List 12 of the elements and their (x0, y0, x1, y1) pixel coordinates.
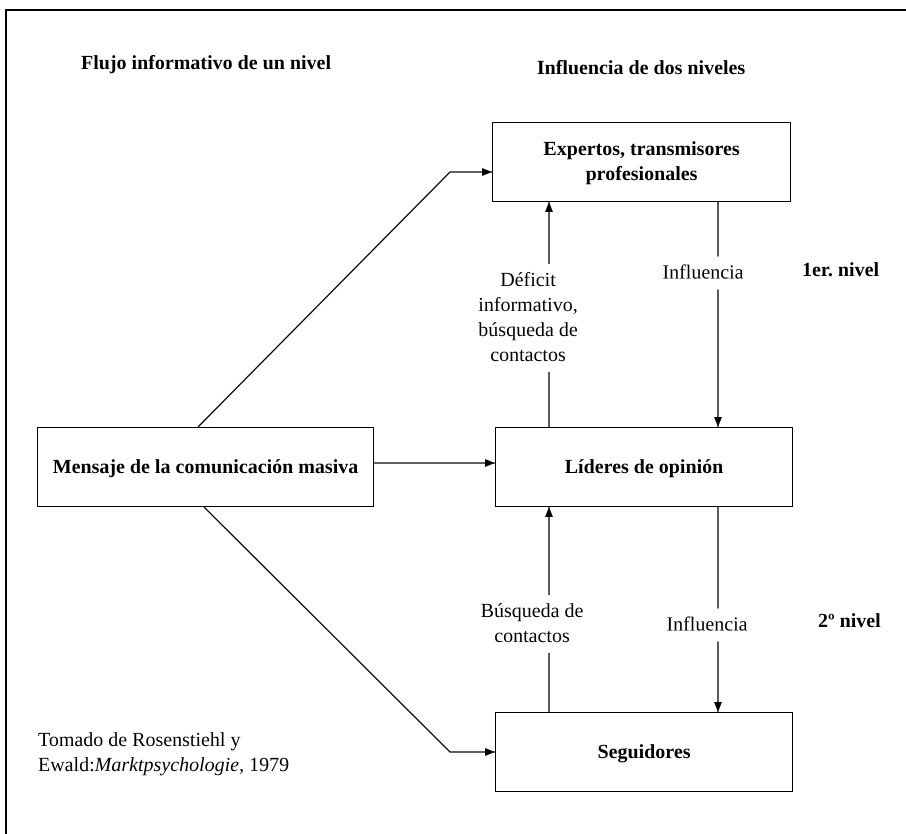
arrow (198, 168, 492, 428)
process-box: Mensaje de la comunicación masiva (37, 427, 374, 507)
column-heading: Flujo informativo de un nivel (80, 51, 332, 76)
process-box: Líderes de opinión (495, 427, 793, 507)
process-box: Expertos, transmisores profesionales (492, 122, 791, 202)
arrow (204, 506, 495, 756)
source-note: Tomado de Rosenstiehl y Ewald:Marktpsychologie, 1979 (38, 728, 290, 778)
level-label: 1er. nivel (802, 258, 880, 283)
arrow (374, 459, 495, 467)
level-label: 2º nivel (818, 609, 882, 634)
column-heading: Influencia de dos niveles (536, 56, 746, 81)
process-box: Seguidores (495, 712, 793, 792)
